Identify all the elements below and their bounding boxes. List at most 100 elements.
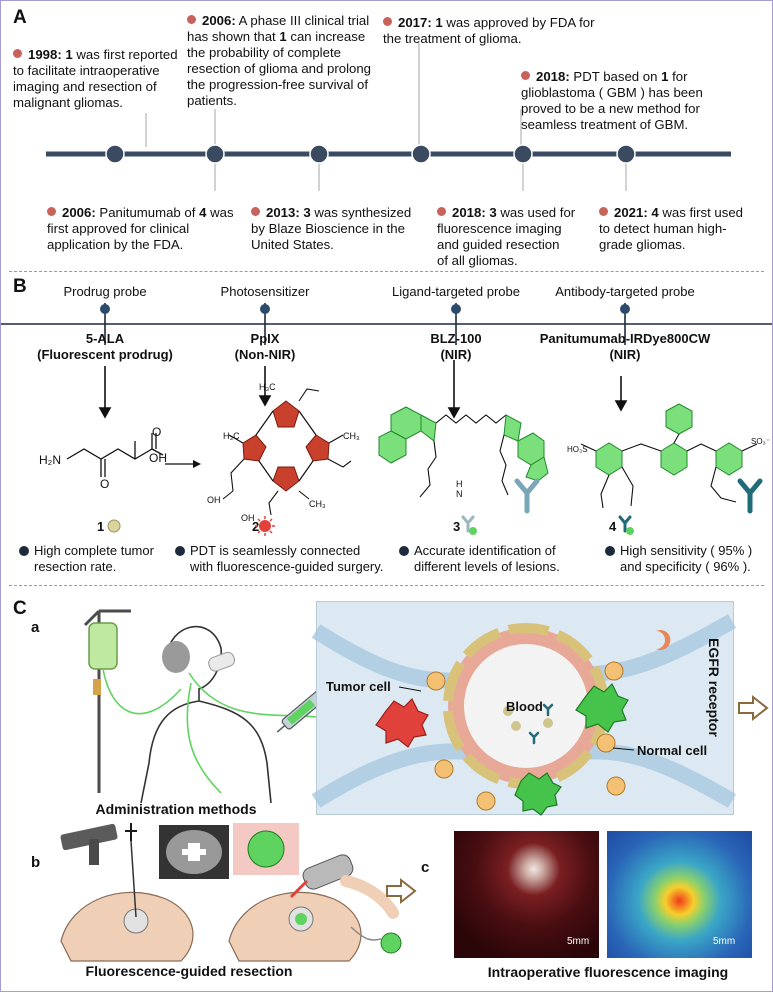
- chem-o-2: O: [152, 425, 162, 439]
- event-line: glioblastoma ( GBM ) has been: [521, 85, 703, 100]
- event-line: United States.: [251, 237, 334, 252]
- probe-name: BLZ-100(NIR): [356, 331, 556, 363]
- panel-ca-letter: a: [31, 619, 40, 636]
- divider-a-b: [9, 271, 764, 272]
- probe-name-line2: (NIR): [440, 347, 472, 362]
- event-line: the probability of complete: [187, 45, 341, 60]
- label-blood: Blood: [506, 699, 543, 714]
- probe-pin-head: [451, 304, 461, 314]
- chem-oh: OH: [149, 451, 167, 465]
- timeline-node: [513, 144, 533, 164]
- structure-blz100: [378, 406, 549, 498]
- probe-name: 5-ALA(Fluorescent prodrug): [5, 331, 205, 363]
- probe-name-line2: (NIR): [609, 347, 641, 362]
- chem-h3c-2: H₃C: [223, 431, 240, 441]
- label-normal-cell: Normal cell: [637, 743, 708, 758]
- timeline-node: [205, 144, 225, 164]
- event-line: 2021: 4 was first used: [599, 205, 743, 221]
- panel-b-letter: B: [13, 276, 27, 297]
- chem-oh-3: OH: [241, 513, 255, 523]
- event-bullet-icon: [251, 207, 260, 216]
- chem-oh-2: OH: [207, 495, 221, 505]
- event-bullet-icon: [521, 71, 530, 80]
- event-line: fluorescence imaging: [437, 221, 562, 236]
- feature-bullet-icon: [605, 546, 615, 556]
- feature-bullet-icon: [19, 546, 29, 556]
- caption-imaging: Intraoperative fluorescence imaging: [487, 964, 729, 980]
- timeline: [46, 43, 731, 191]
- event-line: 2018: PDT based on 1 for: [521, 69, 703, 85]
- next-arrow-icon: [738, 694, 769, 722]
- event-line: by Blaze Bioscience in the: [251, 221, 405, 236]
- event-line: 2018: 3 was used for: [437, 205, 575, 221]
- down-arrows: [98, 360, 628, 419]
- chem-o-1: O: [100, 477, 110, 491]
- event-bullet-icon: [187, 15, 196, 24]
- probe-axis: [1, 303, 772, 345]
- event-line: proved to be a new method for: [521, 101, 700, 116]
- down-arrow-head: [614, 400, 628, 412]
- event-line: 2006: Panitumumab of 4 was: [47, 205, 234, 221]
- event-line: imaging and resection of: [13, 79, 157, 94]
- event-line: 2006: A phase III clinical trial: [187, 13, 371, 29]
- panel-cb-letter: b: [31, 854, 41, 871]
- divider-b-c: [9, 585, 764, 586]
- chem-ch3-1: CH₃: [343, 431, 360, 441]
- label-egfr-receptor: EGFR receptor: [706, 638, 722, 737]
- feature-line2: resection rate.: [34, 559, 117, 574]
- timeline-node: [105, 144, 125, 164]
- chem-n: N: [456, 489, 463, 499]
- probe-type-label: Antibody-targeted probe: [555, 284, 695, 299]
- probe-number: 1: [97, 519, 105, 534]
- event-line: to facilitate intraoperative: [13, 63, 160, 78]
- timeline-node: [411, 144, 431, 164]
- event-line: to detect human high-: [599, 221, 727, 236]
- probe-name: Panitumumab-IRDye800CW(NIR): [525, 331, 725, 363]
- label-tumor-cell: Tumor cell: [326, 679, 391, 694]
- feature-bullet-icon: [399, 546, 409, 556]
- event-line: of all gliomas.: [437, 253, 518, 268]
- chem-h2n: H₂N: [39, 453, 61, 467]
- feature-line1: High complete tumor: [34, 543, 154, 558]
- probe-pin-head: [260, 304, 270, 314]
- probe-type-label: Photosensitizer: [220, 284, 310, 299]
- event-line: grade gliomas.: [599, 237, 686, 252]
- event-line: application by the FDA.: [47, 237, 184, 252]
- event-bullet-icon: [437, 207, 446, 216]
- probe-name-line2: (Non-NIR): [234, 347, 296, 362]
- caption-resection: Fluorescence-guided resection: [85, 963, 293, 979]
- vessel-illustration: [311, 614, 737, 816]
- probe-name-line1: 5-ALA: [85, 331, 125, 346]
- event-line: seamless treatment of GBM.: [521, 117, 689, 132]
- panel-a-letter: A: [13, 7, 27, 28]
- antibody-icon-2: [737, 478, 763, 514]
- probe-name-line1: PpIX: [250, 331, 280, 346]
- next-arrow-icon-2: [386, 877, 417, 905]
- panel-cc-letter: c: [421, 859, 430, 876]
- resection-illustration: [60, 823, 402, 962]
- probe-name-line2: (Fluorescent prodrug): [37, 347, 173, 362]
- probe-pin-head: [620, 304, 630, 314]
- event-line: resection of glioma and prolong: [187, 61, 372, 76]
- event-line: 2017: 1 was approved by FDA for: [383, 15, 594, 31]
- event-bullet-icon: [13, 49, 22, 58]
- structure-5ala: [66, 433, 164, 477]
- probe-name-line1: Panitumumab-IRDye800CW: [539, 331, 711, 346]
- down-arrow-head: [98, 407, 112, 419]
- event-line: 2013: 3 was synthesized: [251, 205, 411, 221]
- fluorescence-photo: [607, 831, 752, 958]
- probe-feature: High sensitivity ( 95% )and specificity …: [605, 543, 752, 575]
- feature-line2: and specificity ( 96% ).: [620, 559, 751, 574]
- probe-type-label: Ligand-targeted probe: [392, 284, 520, 299]
- probe-name-line1: BLZ-100: [430, 331, 482, 346]
